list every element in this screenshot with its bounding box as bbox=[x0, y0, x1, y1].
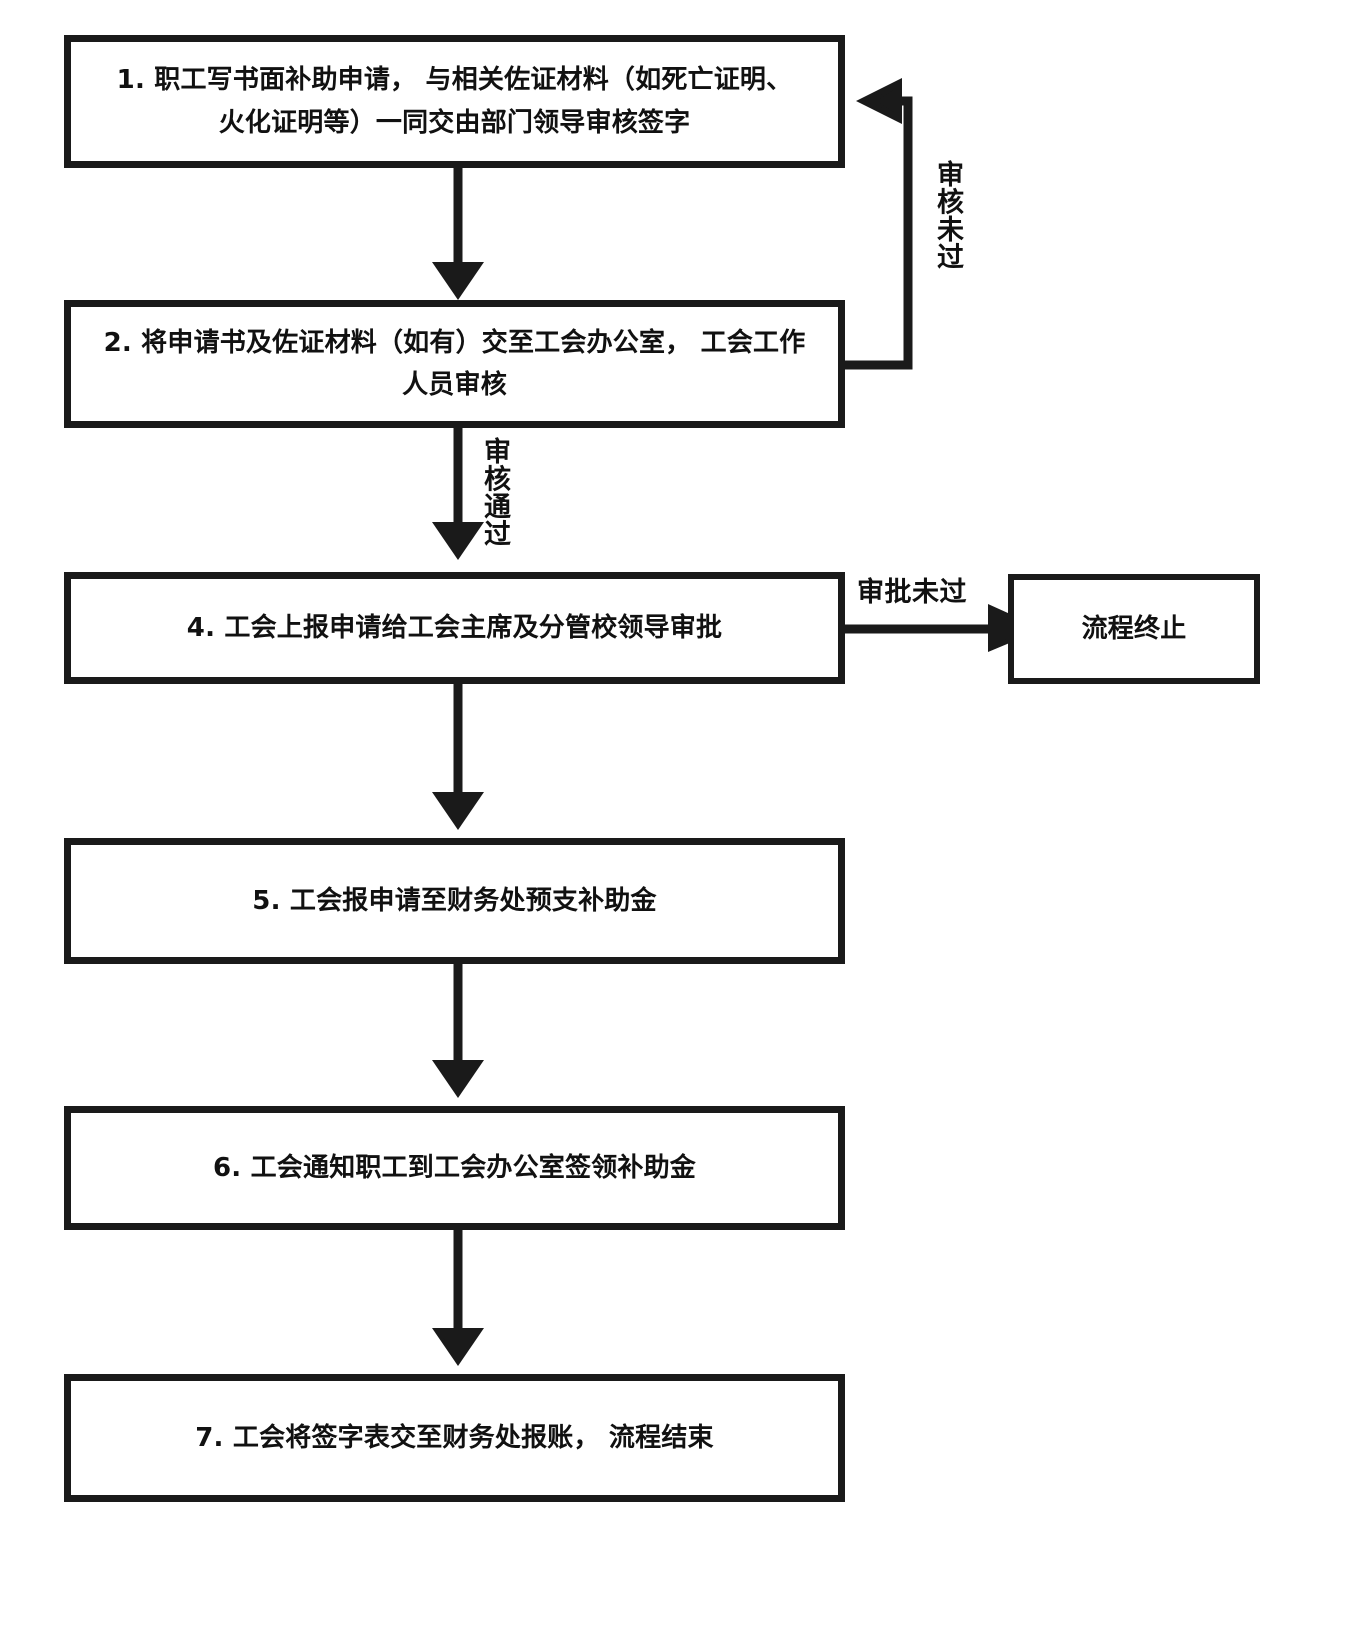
step-2-label: 2. 将申请书及佐证材料（如有）交至工会办公室， 工会工作 人员审核 bbox=[103, 327, 806, 400]
step-1-label: 1. 职工写书面补助申请， 与相关佐证材料（如死亡证明、 火化证明等）一同交由部… bbox=[116, 65, 793, 138]
connector-step1-to-step2 bbox=[432, 168, 484, 300]
step-4-label: 4. 工会上报申请给工会主席及分管校领导审批 bbox=[186, 612, 723, 643]
step-2-box[interactable]: 2. 将申请书及佐证材料（如有）交至工会办公室， 工会工作 人员审核 bbox=[64, 300, 845, 428]
step-7-label: 7. 工会将签字表交至财务处报账， 流程结束 bbox=[195, 1422, 714, 1453]
connector-step4-to-step5 bbox=[432, 682, 484, 830]
step-7-box[interactable]: 7. 工会将签字表交至财务处报账， 流程结束 bbox=[64, 1374, 845, 1502]
process-terminated-box[interactable]: 流程终止 bbox=[1008, 574, 1260, 684]
connector-step2-to-step4 bbox=[432, 428, 484, 560]
edge-label-approval-failed: 审批未过 bbox=[857, 577, 967, 608]
step-5-label: 5. 工会报申请至财务处预支补助金 bbox=[252, 885, 657, 916]
connector-step6-to-step7 bbox=[432, 1228, 484, 1366]
connector-step2-to-step1-feedback bbox=[845, 78, 913, 370]
process-terminated-label: 流程终止 bbox=[1081, 613, 1187, 644]
edge-label-review-failed: 审核未过 bbox=[932, 160, 963, 270]
step-4-box[interactable]: 4. 工会上报申请给工会主席及分管校领导审批 bbox=[64, 572, 845, 684]
step-5-box[interactable]: 5. 工会报申请至财务处预支补助金 bbox=[64, 838, 845, 964]
edge-label-review-passed: 审核通过 bbox=[479, 437, 510, 547]
step-6-label: 6. 工会通知职工到工会办公室签领补助金 bbox=[212, 1152, 697, 1183]
step-6-box[interactable]: 6. 工会通知职工到工会办公室签领补助金 bbox=[64, 1106, 845, 1230]
connector-step5-to-step6 bbox=[432, 962, 484, 1098]
step-1-box[interactable]: 1. 职工写书面补助申请， 与相关佐证材料（如死亡证明、 火化证明等）一同交由部… bbox=[64, 35, 845, 168]
